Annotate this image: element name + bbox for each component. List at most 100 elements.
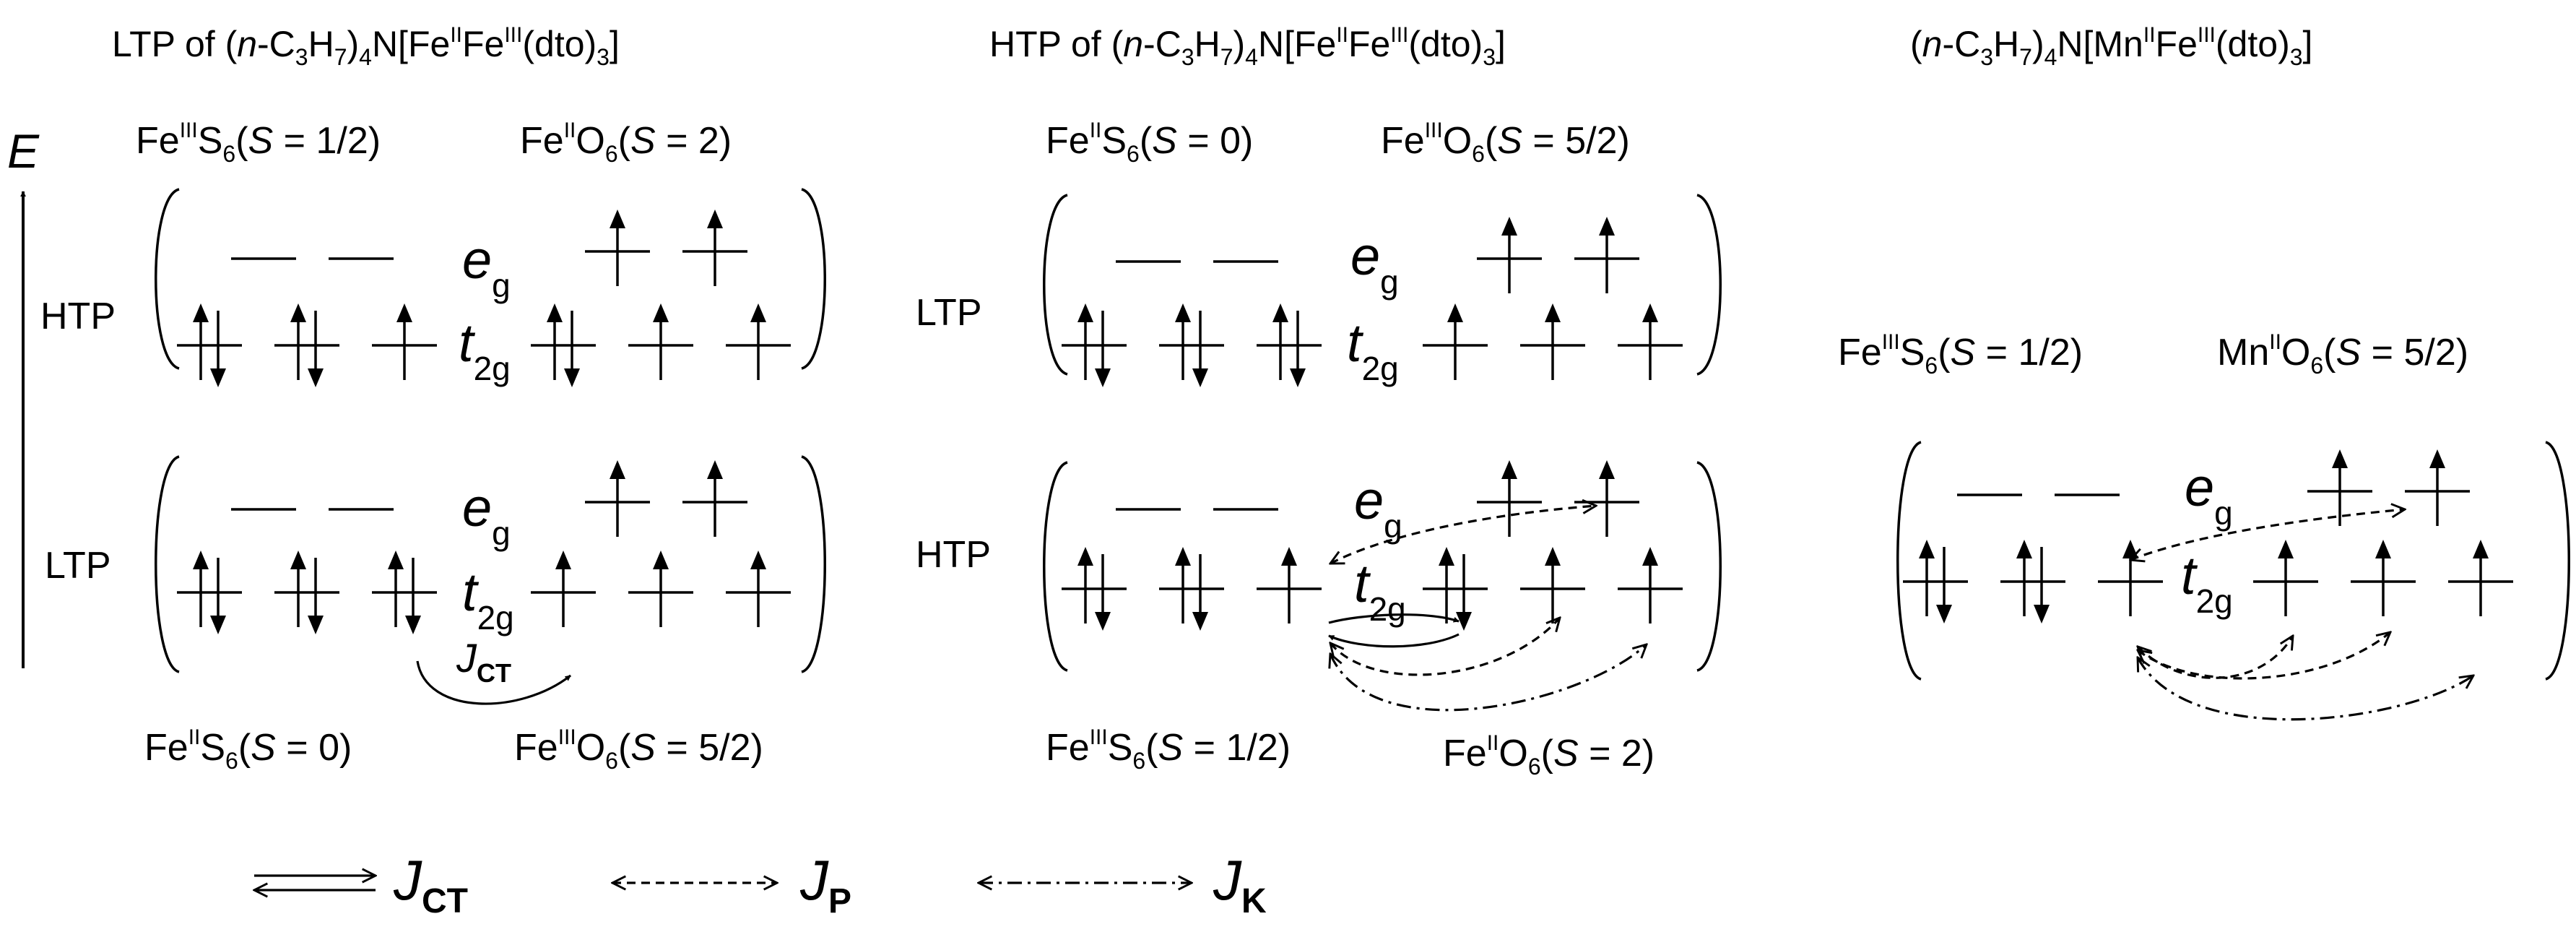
spin-up-arrow xyxy=(610,460,625,537)
spin-arrowhead xyxy=(388,551,404,569)
spin-arrowhead xyxy=(1095,368,1111,387)
spin-arrowhead xyxy=(1501,460,1517,479)
spin-arrowhead xyxy=(1077,303,1093,322)
p3-eg-label: eg xyxy=(2185,457,2233,532)
spin-arrowhead xyxy=(1545,547,1561,566)
p1-jct-label: JCT xyxy=(456,635,511,688)
spin-down-arrow xyxy=(2034,547,2050,623)
spin-arrowhead xyxy=(610,210,625,228)
spin-up-arrow xyxy=(2429,449,2445,526)
spin-down-arrow xyxy=(1290,311,1306,387)
spin-arrowhead xyxy=(1192,612,1208,631)
spin-down-arrow xyxy=(1095,311,1111,387)
p2-lower-bracket-right xyxy=(1696,461,1722,672)
spin-arrowhead xyxy=(210,616,226,634)
legend-jct-symbol xyxy=(254,876,376,890)
spin-up-arrow xyxy=(2278,540,2294,616)
spin-arrowhead xyxy=(1642,547,1658,566)
p1-jct-curve xyxy=(416,660,571,705)
spin-arrowhead xyxy=(653,303,669,322)
energy-axis-label: E xyxy=(7,124,40,178)
spin-up-arrow xyxy=(290,303,306,380)
spin-arrowhead xyxy=(750,303,766,322)
spin-arrowhead xyxy=(193,551,209,569)
spin-arrowhead xyxy=(1545,303,1561,322)
p1-lower-bracket-right xyxy=(801,455,826,673)
p2-lower-left-ion-label: FeIIIS6(S = 1/2) xyxy=(1046,725,1291,774)
spin-arrowhead xyxy=(1175,303,1191,322)
spin-up-arrow xyxy=(653,303,669,380)
spin-arrowhead xyxy=(707,210,723,228)
spin-up-arrow xyxy=(1642,547,1658,623)
spin-down-arrow xyxy=(308,558,324,634)
spin-down-arrow xyxy=(308,311,324,387)
spin-arrowhead xyxy=(2375,540,2391,558)
spin-up-arrow xyxy=(1545,303,1561,380)
p1-upper-eg-label: eg xyxy=(462,230,511,304)
orbital-labels: eg t2g eg t2g eg t2g eg t2g eg t2g xyxy=(459,226,2233,637)
interaction-arrows xyxy=(416,506,2473,721)
spin-arrowhead xyxy=(308,368,324,387)
panel-1-title: LTP of (n-C3H7)4N[FeIIFeIII(dto)3] xyxy=(112,23,620,70)
p1-lower-right-ion-label: FeIIIO6(S = 5/2) xyxy=(514,725,763,774)
spin-arrowhead xyxy=(290,303,306,322)
spin-arrowhead xyxy=(1642,303,1658,322)
spin-up-arrow xyxy=(750,551,766,627)
p1-lower-state-label: LTP xyxy=(45,545,111,587)
spin-arrowhead xyxy=(405,616,421,634)
spin-down-arrow xyxy=(210,311,226,387)
p3-t2g-label: t2g xyxy=(2181,545,2233,620)
p1-upper-left-ion-label: FeIIIS6(S = 1/2) xyxy=(136,118,381,167)
spin-up-arrow xyxy=(396,303,412,380)
p2-lower-right-ion-label: FeIIO6(S = 2) xyxy=(1443,731,1655,780)
orbital-levels xyxy=(177,250,2513,594)
p3-jp-mid xyxy=(2138,636,2293,679)
legend-jct-label: JCT xyxy=(393,848,468,920)
p3-left-ion-label: FeIIIS6(S = 1/2) xyxy=(1838,330,2083,379)
p1-lower-t2g-label: t2g xyxy=(462,562,514,637)
spin-arrowhead xyxy=(1501,217,1517,236)
spin-arrowhead xyxy=(308,616,324,634)
spin-arrowhead xyxy=(610,460,625,479)
p2-jk-lower xyxy=(1330,644,1647,712)
p3-jp-top xyxy=(2130,509,2405,560)
p2-lower-eg-label: eg xyxy=(1354,470,1402,545)
spin-up-arrow xyxy=(1175,303,1191,380)
p1-lower-bracket-left xyxy=(155,455,180,673)
p1-lower-eg-label: eg xyxy=(462,478,511,552)
p1-upper-bracket-left xyxy=(155,188,180,370)
p1-upper-right-ion-label: FeIIO6(S = 2) xyxy=(520,118,732,167)
p2-upper-state-label: LTP xyxy=(916,292,982,334)
panel-3-title: (n-C3H7)4N[MnIIFeIII(dto)3] xyxy=(1910,23,2312,70)
spin-up-arrow xyxy=(2122,540,2138,616)
spin-up-arrow xyxy=(193,303,209,380)
spin-arrowhead xyxy=(547,303,563,322)
spin-down-arrow xyxy=(1192,554,1208,631)
p3-jk-lower xyxy=(2138,657,2473,721)
spin-up-arrow xyxy=(707,210,723,286)
spin-arrowhead xyxy=(2034,605,2050,623)
spin-arrowhead xyxy=(1192,368,1208,387)
spin-down-arrow xyxy=(564,311,580,387)
spin-down-arrow xyxy=(1936,547,1952,623)
spin-up-arrow xyxy=(1545,547,1561,623)
p2-jp-top xyxy=(1330,506,1596,564)
p1-upper-bracket-right xyxy=(801,188,826,370)
p3-right-ion-label: MnIIO6(S = 5/2) xyxy=(2217,330,2468,379)
spin-arrowhead xyxy=(1936,605,1952,623)
p2-lower-bracket-left xyxy=(1043,461,1068,672)
spin-arrowhead xyxy=(2278,540,2294,558)
p2-upper-bracket-left xyxy=(1043,194,1068,376)
spin-down-arrow xyxy=(1095,554,1111,631)
spin-arrowhead xyxy=(2332,449,2348,468)
spin-arrowhead xyxy=(1077,547,1093,566)
spin-arrowhead xyxy=(1447,303,1463,322)
legend-jk-label: JK xyxy=(1213,848,1267,920)
legend: JCT JP JK xyxy=(254,848,1267,920)
p1-upper-t2g-label: t2g xyxy=(459,313,511,387)
spin-up-arrow xyxy=(1077,303,1093,380)
spin-up-arrow xyxy=(1501,460,1517,537)
spin-up-arrow xyxy=(1447,303,1463,380)
spin-up-arrow xyxy=(2016,540,2032,616)
p2-jct-curve-bottom xyxy=(1328,633,1460,648)
